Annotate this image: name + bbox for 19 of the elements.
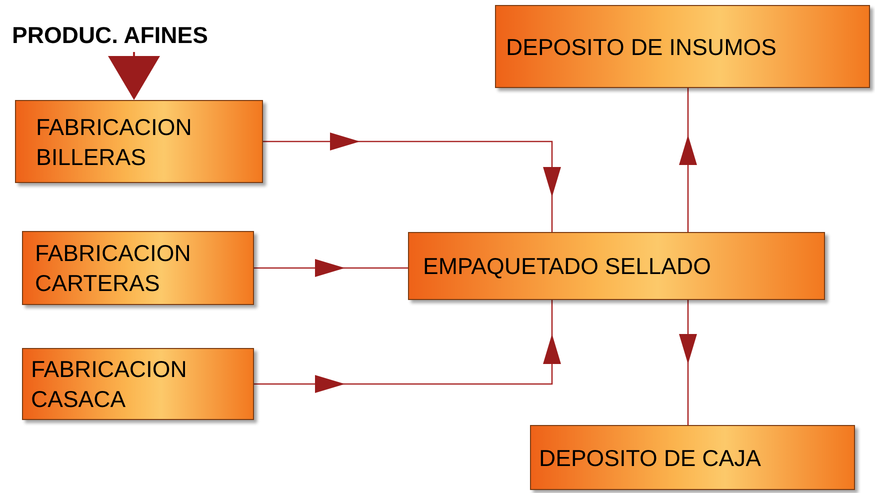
box-label: DEPOSITO DE CAJA [539,444,761,472]
heading-text: PRODUC. AFINES [12,21,208,50]
process-box [495,5,870,88]
box-label: FABRICACION CASACA [31,355,188,414]
box-label: DEPOSITO DE INSUMOS [506,32,777,62]
process-box [15,100,263,183]
box-label: FABRICACION BILLERAS [36,112,193,172]
box-label: EMPAQUETADO SELLADO [423,252,711,281]
process-box [22,231,254,305]
arrow [254,300,561,393]
arrow [254,259,408,277]
box-label: FABRICACION CARTERAS [35,239,192,298]
arrow [263,132,561,232]
process-box [408,232,825,300]
process-box [530,425,855,490]
process-box [22,348,254,420]
arrow [679,300,697,425]
arrow [679,88,697,232]
arrow [108,52,160,100]
